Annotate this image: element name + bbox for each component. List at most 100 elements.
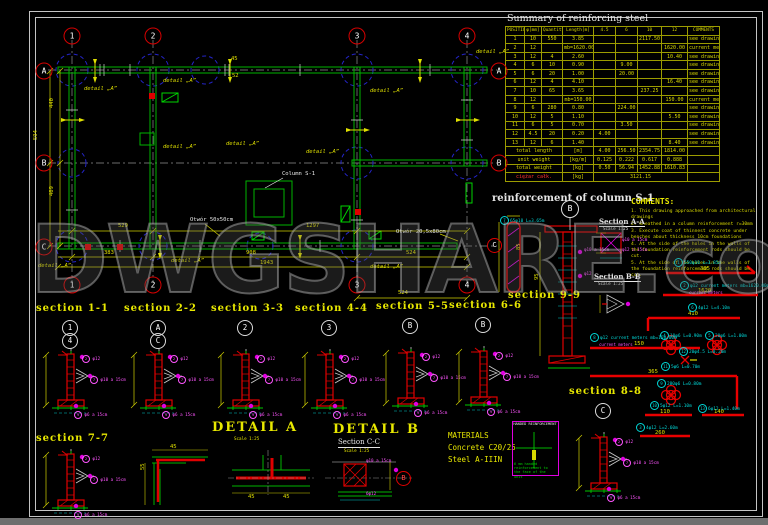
table-cell: 3.85 (562, 34, 594, 45)
mesh-note-box (512, 421, 559, 476)
section-figure: section 3-3 2 φ12 7 φ10 a 15cm 9 (205, 303, 355, 428)
rebar-callout: 9 φ6 a 15cm (487, 408, 520, 416)
table-cell: total weight (505, 163, 563, 174)
section-bubble: C (150, 333, 166, 349)
callout-text: φ12 (92, 356, 101, 361)
callout-text: φ12 (92, 456, 101, 461)
table-cell: 7 (505, 86, 525, 96)
table-cell: 1.40 (562, 137, 594, 148)
section-cc-title: Section C-C (338, 438, 380, 448)
table-cell (615, 137, 638, 148)
table-cell: see drawing (687, 68, 720, 79)
dimension-label: 440 (49, 98, 55, 108)
mesh-note-title: HANDED REINFORCEMENT (513, 422, 557, 426)
callout-number: 7 (349, 376, 357, 384)
callout-number: 2 (615, 438, 623, 446)
section-bubble: C (595, 403, 611, 419)
section-drawing (42, 349, 94, 414)
table-cell (593, 86, 616, 96)
section-label: section 4-4 (295, 303, 368, 314)
table-cell: 10 (524, 34, 542, 45)
grid-bubble: A (35, 62, 53, 80)
table-cell: 1610.83 (661, 163, 688, 174)
dimension-label: 110 (660, 409, 670, 415)
table-cell: [kg/m] (562, 154, 594, 165)
table-cell (593, 43, 616, 53)
section-bubble: 2 (237, 320, 253, 336)
wall-hatch-ticks (66, 64, 473, 252)
dimension-chains (46, 67, 471, 302)
dimension-label: 1297 (306, 223, 320, 229)
callout-text: φ12 (351, 356, 360, 361)
comments-list: 1. This drawing approached from architec… (631, 209, 758, 279)
table-cell: 3.50 (615, 120, 638, 131)
bar-text: 20φ4.5 L=0.20m (689, 350, 727, 355)
callout-number: 2 (495, 352, 503, 360)
section-bb-title: Section B-B (594, 272, 641, 282)
callout-number: 7 (178, 376, 186, 384)
grid-bubble: 4 (458, 27, 476, 45)
table-cell: 2117.50 (637, 34, 662, 45)
section-drawing (455, 346, 507, 411)
table-cell (661, 129, 688, 139)
materials-heading: MATERIALS (448, 431, 489, 440)
table-cell (661, 86, 688, 96)
dimension-label: 45 (283, 494, 290, 500)
table-cell: 10 (524, 86, 542, 96)
bar-number: 10 (650, 401, 659, 410)
table-header-cell: 10 (637, 26, 662, 36)
table-cell: 0.50 (593, 163, 616, 174)
table-cell: current meters (687, 94, 720, 105)
callout-text: φ12 (432, 354, 441, 359)
table-cell (687, 172, 720, 182)
dimension-label: 529 (118, 223, 128, 229)
table-cell: 4 (541, 77, 563, 88)
table-cell: see drawing (687, 34, 720, 45)
table-cell (615, 43, 638, 53)
dimension-label: 260 (655, 430, 665, 436)
callout-number: 9 (414, 409, 422, 417)
section-aa-scale: Scale 1:25 (603, 226, 629, 231)
rebar-callout: 9 φ6 a 15cm (249, 411, 282, 419)
table-cell: 4.10 (562, 77, 594, 88)
bar-subtext: current meters (599, 342, 633, 347)
callout-text: φ6 a 15cm (424, 410, 448, 415)
bar-subtext: current meters (689, 290, 723, 295)
dimension-label: 908 (246, 250, 256, 256)
table-cell: 0.90 (562, 60, 594, 70)
callout-text: φ10 a 15cm (633, 460, 659, 465)
callout-number: 9 (249, 411, 257, 419)
plan-rebar-arrows (61, 59, 480, 259)
detail-a-label: detail „A” (370, 264, 404, 270)
table-cell: 0.125 (593, 154, 616, 165)
rebar-callout: 9 φ6 a 15cm (414, 409, 447, 417)
plan-red-markers (85, 93, 361, 250)
table-cell (593, 77, 616, 88)
callout-text: φ6 a 15cm (172, 412, 196, 417)
table-cell: 56.94 (615, 163, 638, 174)
rebar-callout-label: φ10 a 15cm (584, 247, 610, 252)
section-figure: section 6-6 2 φ12 7 φ10 a 15cm 9 (443, 300, 593, 425)
table-cell (661, 120, 688, 131)
bar-text: 550φ10 L=3.85m (684, 261, 722, 266)
table-cell (637, 68, 662, 79)
table-cell: 4 (541, 51, 563, 62)
callout-text: φ10 a 15cm (513, 374, 539, 379)
detail-a-label: detail „A” (163, 144, 197, 150)
rebar-callout: 2 φ12 (422, 353, 440, 361)
callout-number: 2 (82, 355, 90, 363)
table-cell: 9 (505, 103, 525, 113)
table-cell (593, 34, 616, 45)
bar-number: 12 (679, 347, 688, 356)
dimension-label: 365 (648, 369, 658, 375)
detail-a-scale: Scale 1:25 (234, 436, 260, 441)
comment-item: 1. This drawing approached from architec… (631, 209, 756, 220)
detail-a-label: detail „A” (306, 149, 340, 155)
table-header-cell: 4.5 (593, 26, 616, 36)
grid-bubble: A (490, 62, 508, 80)
detail-b-title: DETAIL B (333, 422, 420, 437)
